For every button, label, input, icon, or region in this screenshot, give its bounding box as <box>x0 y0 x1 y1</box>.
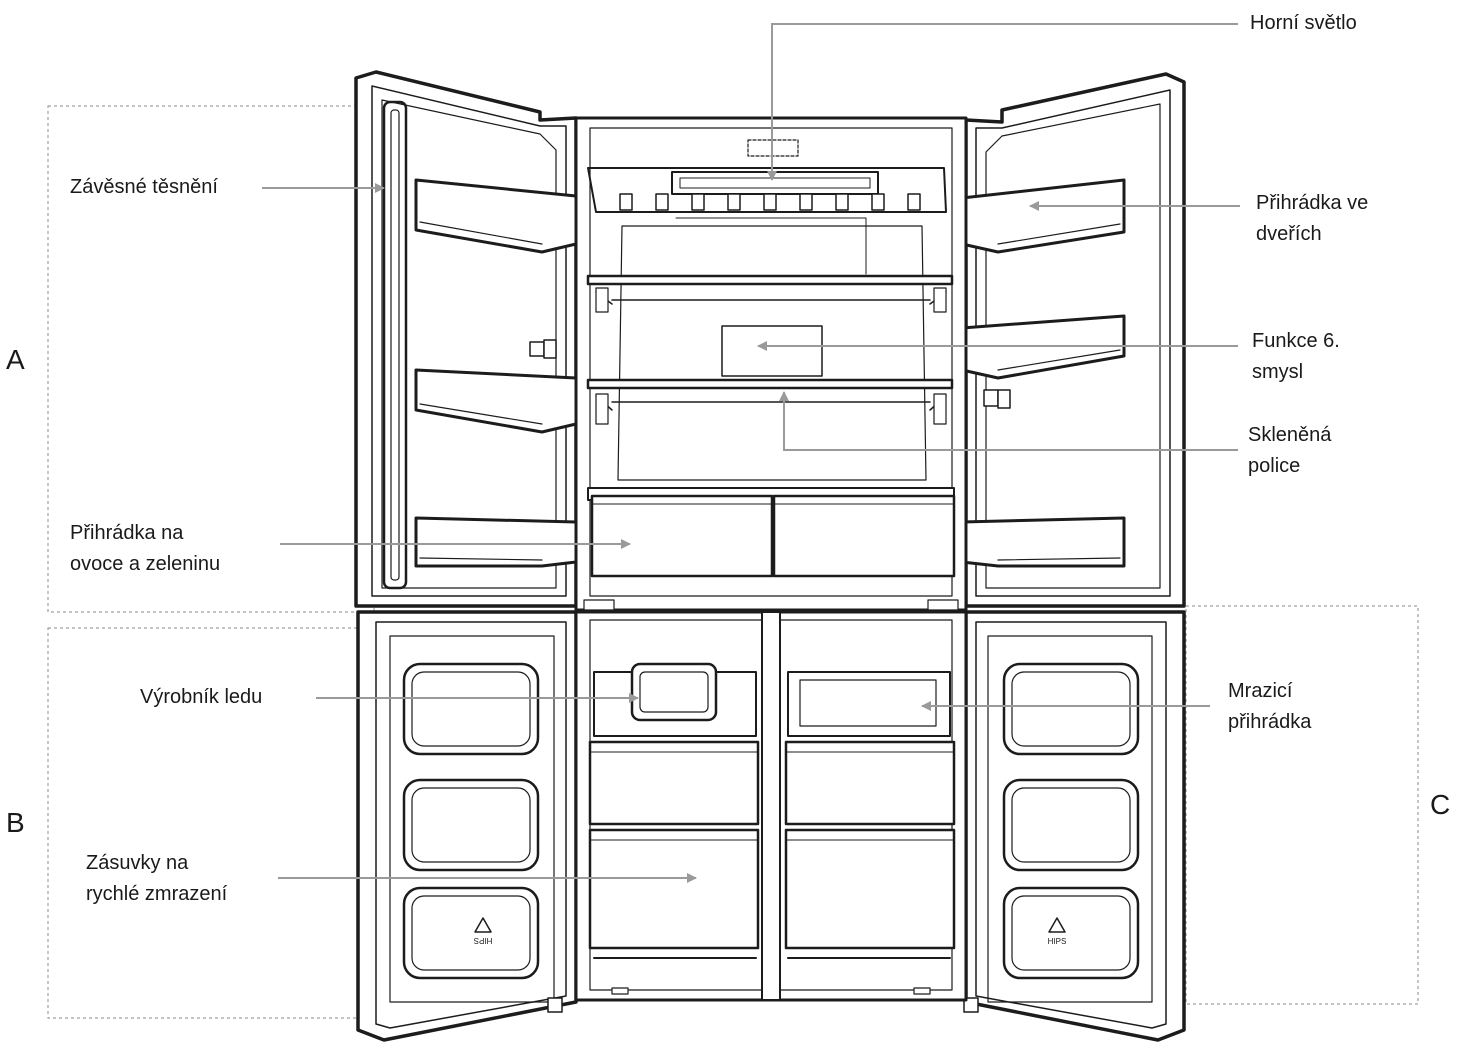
label-sixth-sense-line2: smysl <box>1252 361 1304 383</box>
vent-slots <box>619 193 921 211</box>
glass-shelf-lower <box>586 378 954 390</box>
label-ice-maker-text: Výrobník ledu <box>140 686 263 708</box>
section-label-c: C <box>1430 789 1451 820</box>
label-door-bin-line1: Přihrádka ve <box>1256 192 1369 214</box>
glass-shelf-upper <box>586 274 954 286</box>
left-freezer-panel-3 <box>402 886 540 980</box>
drawer-right-lower <box>784 828 956 950</box>
label-ice-maker: Výrobník ledu <box>140 682 262 713</box>
ice-maker <box>630 662 718 722</box>
section-label-a: A <box>6 344 25 375</box>
right-fridge-door <box>960 72 1186 608</box>
label-quick-freeze-line2: rychlé zmrazení <box>86 883 228 905</box>
left-freezer-panel-2 <box>402 778 540 872</box>
label-crisper-line2: ovoce a zeleninu <box>70 553 221 575</box>
fridge-cabinet <box>574 116 968 612</box>
left-door-bin-top <box>414 178 578 254</box>
door-gasket <box>382 100 408 590</box>
label-door-bin: Přihrádka ve dveřích <box>1256 188 1368 250</box>
label-crisper-line1: Přihrádka na <box>70 522 184 544</box>
right-freezer-door <box>963 610 1186 1042</box>
crisper-right <box>772 494 956 578</box>
left-door-bin-bottom <box>414 516 578 568</box>
section-c-box <box>1185 605 1419 1005</box>
label-freezer-bin-line2: přihrádka <box>1228 711 1312 733</box>
left-freezer-panel-1 <box>402 662 540 756</box>
right-door-bin-top <box>960 178 1126 254</box>
drawer-left-lower <box>588 828 760 950</box>
label-freezer-bin-line1: Mrazicí <box>1228 680 1293 702</box>
left-fridge-door <box>354 70 578 608</box>
section-label-b: B <box>6 807 25 838</box>
label-top-light-text: Horní světlo <box>1250 12 1357 34</box>
leader-glass-shelf <box>779 391 1238 451</box>
label-sixth-sense: Funkce 6. smysl <box>1252 326 1340 388</box>
left-freezer-door <box>356 610 578 1042</box>
label-quick-freeze-line1: Zásuvky na <box>86 852 189 874</box>
recycling-left-text: HIPS <box>474 936 493 945</box>
recycling-right-icon <box>1048 917 1066 933</box>
label-glass-shelf: Skleněná police <box>1248 420 1331 482</box>
left-door-bin-middle <box>414 368 578 434</box>
label-glass-shelf-line1: Skleněná <box>1248 424 1332 446</box>
recycling-right-text: HIPS <box>1048 937 1067 946</box>
right-freezer-panel-1 <box>1002 662 1140 756</box>
label-sixth-sense-line1: Funkce 6. <box>1252 330 1340 352</box>
label-glass-shelf-line2: police <box>1248 455 1301 477</box>
top-light-housing <box>587 167 947 213</box>
right-door-bin-bottom <box>960 516 1126 568</box>
leader-top-light <box>767 23 1238 181</box>
right-freezer-panel-2 <box>1002 778 1140 872</box>
freezer-cabinet <box>574 610 968 1002</box>
leader-lines <box>262 23 1240 883</box>
label-crisper: Přihrádka na ovoce a zeleninu <box>70 518 220 580</box>
crisper-left <box>590 494 774 578</box>
top-light <box>671 171 879 195</box>
label-hinge-seal-text: Závěsné těsnění <box>70 176 218 198</box>
right-freezer-panel-3 <box>1002 886 1140 980</box>
label-top-light: Horní světlo <box>1250 8 1357 39</box>
recycling-left-icon <box>474 917 492 933</box>
center-divider <box>761 611 781 1001</box>
sixth-sense-module <box>721 325 823 377</box>
label-door-bin-line2: dveřích <box>1256 223 1322 245</box>
drawer-right-upper <box>784 740 956 826</box>
drawer-left-upper <box>588 740 760 826</box>
label-hinge-seal: Závěsné těsnění <box>70 172 218 203</box>
freezer-bin <box>787 671 951 737</box>
label-freezer-bin: Mrazicí přihrádka <box>1228 676 1311 738</box>
label-quick-freeze: Zásuvky na rychlé zmrazení <box>86 848 227 910</box>
